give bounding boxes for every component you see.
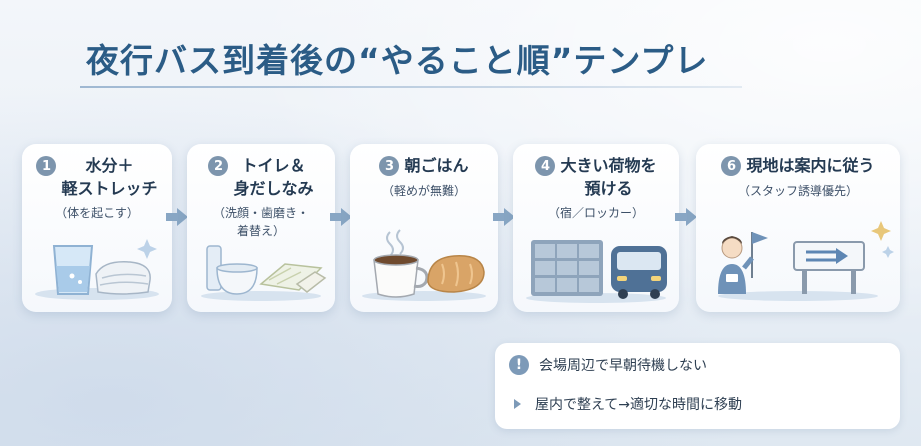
flow-arrow-2 [330, 208, 352, 226]
step-title-6: 現地は案内に従う [746, 156, 875, 175]
step-title-1: 水分＋ 軽ストレッチ [61, 156, 158, 198]
title-underline [80, 86, 742, 88]
note-row-1: ! 会場周辺で早朝待機しない [509, 355, 707, 375]
step-header-4: 4 大きい荷物を 預ける [521, 154, 671, 200]
step-subtitle-3: （軽めが無難） [381, 184, 466, 198]
step-card-2: 2 トイレ＆ 身だしなみ （洗顔・歯磨き・ 着替え） [187, 144, 335, 312]
step-header-6: 6 現地は案内に従う [704, 154, 892, 177]
flow-arrow-1 [166, 208, 188, 226]
step-number-3: 3 [379, 156, 400, 176]
step-subtitle-1: （体を起こす） [55, 206, 139, 220]
step-header-1: 1 水分＋ 軽ストレッチ [30, 154, 164, 200]
step-card-1: 1 水分＋ 軽ストレッチ （体を起こす） [22, 144, 172, 312]
step-header-3: 3 朝ごはん [358, 154, 490, 177]
step-number-4: 4 [535, 156, 556, 176]
note-text-1: 会場周辺で早朝待機しない [539, 358, 707, 374]
step-title-2: トイレ＆ 身だしなみ [233, 156, 314, 198]
coffee-and-bread-icon [362, 229, 486, 301]
staff-and-signboard-icon [718, 221, 894, 301]
step-header-2: 2 トイレ＆ 身だしなみ [195, 154, 327, 200]
step-number-6: 6 [721, 156, 742, 176]
play-bullet-icon [514, 399, 521, 409]
step-subtitle-4: （宿／ロッカー） [547, 206, 644, 220]
step-title-3: 朝ごはん [404, 156, 469, 175]
water-glass-and-towel-icon [35, 239, 159, 300]
step-number-1: 1 [36, 156, 57, 176]
exclamation-icon: ! [509, 355, 529, 375]
step-subtitle-6: （スタッフ誘導優先） [737, 184, 858, 198]
step-card-3: 3 朝ごはん （軽めが無難） [350, 144, 498, 312]
page-title: 夜行バス到着後の“やること順”テンプレ [86, 41, 709, 80]
step-subtitle-2: （洗顔・歯磨き・ 着替え） [212, 206, 309, 238]
step-card-6: 6 現地は案内に従う （スタッフ誘導優先） [696, 144, 900, 312]
lockers-and-bus-icon [526, 240, 667, 303]
step-card-4: 4 大きい荷物を 預ける （宿／ロッカー） [513, 144, 679, 312]
washbasin-and-towels-icon [201, 245, 327, 301]
notes-box: ! 会場周辺で早朝待機しない 屋内で整えて→適切な時間に移動 [495, 343, 900, 429]
flow-arrow-4 [675, 208, 697, 226]
step-number-2: 2 [208, 156, 229, 176]
note-row-2: 屋内で整えて→適切な時間に移動 [509, 394, 742, 414]
flow-arrow-3 [493, 208, 515, 226]
step-title-4: 大きい荷物を 預ける [560, 156, 657, 198]
note-text-2: 屋内で整えて→適切な時間に移動 [535, 397, 743, 413]
